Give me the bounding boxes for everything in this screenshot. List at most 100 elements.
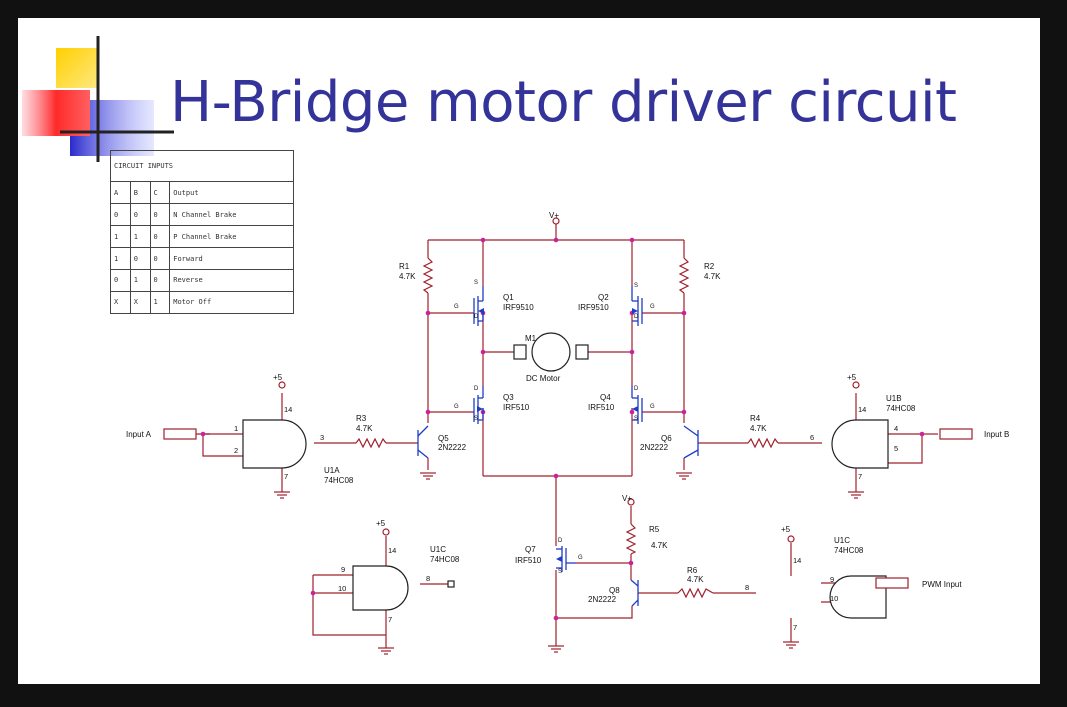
q3-pin-s: S — [474, 416, 478, 422]
plus5-label-u1c-left: +5 — [376, 519, 386, 528]
u1b-pin-14: 14 — [858, 405, 866, 414]
r3-value: 4.7K — [356, 424, 373, 433]
u1c-right-pin-10: 10 — [830, 594, 838, 603]
q3-part: IRF510 — [503, 403, 530, 412]
r2-value: 4.7K — [704, 272, 721, 281]
u1a-pin-2: 2 — [234, 446, 238, 455]
q6-name: Q6 — [661, 434, 672, 443]
plus5-label-u1a: +5 — [273, 373, 283, 382]
resistor-symbols — [355, 257, 779, 599]
ground-icon — [548, 645, 564, 653]
u1b-name: U1B — [886, 394, 902, 403]
u1c-right-pin-8: 8 — [745, 583, 749, 592]
resistor-r1-icon — [422, 257, 434, 294]
q1-pin-g: G — [454, 304, 459, 310]
q7-pin-s: S — [558, 569, 562, 575]
plus5-terminal-u1c-left — [382, 528, 390, 536]
slide-logo-decoration — [22, 36, 174, 162]
u1c-right-part: 74HC08 — [834, 546, 864, 555]
u1b-pin-7: 7 — [858, 472, 862, 481]
resistor-r2-icon — [678, 257, 690, 294]
q4-part: IRF510 — [588, 403, 615, 412]
motor-name: M1 — [525, 334, 537, 343]
bjt-q5-icon — [417, 425, 429, 459]
plus5-label-u1c-right: +5 — [781, 525, 791, 534]
vplus-label-q8: V+ — [622, 494, 632, 503]
u1c-right-pin-14: 14 — [793, 556, 801, 565]
plus5-terminal-u1b — [852, 381, 860, 389]
ground-symbols — [274, 472, 864, 655]
table-row: X X 1 Motor Off — [110, 290, 294, 315]
q2-name: Q2 — [598, 293, 609, 302]
u1c-left-pin-9: 9 — [341, 565, 345, 574]
q7-pin-d: D — [558, 538, 563, 544]
u1b-pin-5: 5 — [894, 444, 898, 453]
ground-icon — [783, 641, 799, 649]
bjt-symbols — [417, 425, 699, 607]
u1c-right-pin-9: 9 — [830, 575, 834, 584]
slide: H-Bridge motor driver circuit CIRCUIT IN… — [18, 18, 1040, 684]
q7-part: IRF510 — [515, 556, 542, 565]
vplus-label-top: V+ — [549, 211, 559, 220]
ground-icon — [378, 647, 394, 655]
and-gate-u1b-icon — [831, 419, 889, 469]
r5-name: R5 — [649, 525, 660, 534]
u1b-pin-4: 4 — [894, 424, 898, 433]
u1c-left-name: U1C — [430, 545, 446, 554]
input-connectors — [163, 428, 973, 589]
q1-part: IRF9510 — [503, 303, 534, 312]
and-gates — [242, 419, 889, 619]
resistor-r4-icon — [747, 437, 779, 449]
cell-c: 1 — [149, 290, 171, 315]
input-a-connector-icon — [163, 428, 197, 440]
q4-pin-s: S — [634, 416, 638, 422]
r6-value: 4.7K — [687, 575, 704, 584]
r4-name: R4 — [750, 414, 761, 423]
ground-icon — [274, 491, 290, 499]
q1-pin-d: D — [474, 314, 479, 320]
bjt-q6-icon — [683, 425, 699, 459]
u1a-pin-14: 14 — [284, 405, 292, 414]
q2-pin-d: D — [634, 314, 639, 320]
plus5-terminal-u1a — [278, 381, 286, 389]
q8-name: Q8 — [609, 586, 620, 595]
u1c-left-pin-7: 7 — [388, 615, 392, 624]
q3-pin-g: G — [454, 404, 459, 410]
r1-value: 4.7K — [399, 272, 416, 281]
pwm-input-connector-icon — [875, 577, 909, 589]
dc-motor-icon — [513, 332, 589, 372]
q1-pin-s: S — [474, 280, 478, 286]
bjt-q8-icon — [630, 579, 639, 607]
plus5-label-u1b: +5 — [847, 373, 857, 382]
pwm-input-label: PWM Input — [922, 580, 962, 589]
and-gate-u1c-right-icon — [829, 575, 887, 619]
r4-value: 4.7K — [750, 424, 767, 433]
u1c-right-name: U1C — [834, 536, 850, 545]
labels: V+ V+ +5 +5 +5 +5 R1 4.7K R2 4.7K R3 4.7… — [126, 211, 1009, 632]
r5-value: 4.7K — [651, 541, 668, 550]
u1c-right-pin-7: 7 — [793, 623, 797, 632]
u1a-part: 74HC08 — [324, 476, 354, 485]
truth-table: CIRCUIT INPUTS A B C Output 0 0 0 N Chan… — [110, 149, 294, 315]
q5-name: Q5 — [438, 434, 449, 443]
and-gate-u1a-icon — [242, 419, 307, 469]
schematic: V+ V+ +5 +5 +5 +5 R1 4.7K R2 4.7K R3 4.7… — [126, 211, 1009, 655]
q7-name: Q7 — [525, 545, 536, 554]
u1a-pin-3: 3 — [320, 433, 324, 442]
q4-name: Q4 — [600, 393, 611, 402]
q2-pin-s: S — [634, 283, 638, 289]
resistor-r3-icon — [355, 437, 387, 449]
input-b-label: Input B — [984, 430, 1009, 439]
r3-name: R3 — [356, 414, 367, 423]
cell-output: Motor Off — [169, 290, 294, 315]
r2-name: R2 — [704, 262, 715, 271]
mosfet-symbols — [473, 286, 643, 572]
plus5-terminal-u1c-right — [787, 535, 795, 543]
u1c-output-terminal-icon — [447, 580, 455, 588]
resistor-r6-icon — [677, 587, 714, 599]
q4-pin-g: G — [650, 404, 655, 410]
u1b-part: 74HC08 — [886, 404, 916, 413]
mosfet-arrows — [477, 308, 638, 562]
resistor-r5-icon — [625, 523, 637, 555]
u1c-left-part: 74HC08 — [430, 555, 460, 564]
